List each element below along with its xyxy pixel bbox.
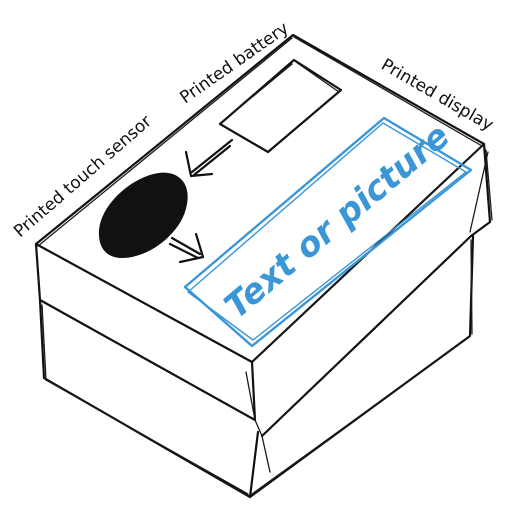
box-outline: [34, 33, 493, 499]
base-right-face-retrace: [251, 239, 473, 495]
display-content-text: Text or picture: [217, 116, 457, 327]
battery-shape: [218, 58, 343, 154]
base-right-face: [248, 234, 475, 499]
label-printed-battery: Printed battery: [176, 18, 292, 108]
base-front-face-retrace: [41, 304, 249, 495]
battery-shape-retrace: [221, 61, 340, 123]
lid-lip-detail: [245, 371, 271, 473]
lid-right-band-retrace: [469, 149, 493, 233]
display-frame: [183, 116, 473, 348]
lid-front-band: [34, 242, 257, 422]
arrow-sensor-to-display: [168, 232, 205, 264]
lid-right-band: [260, 142, 492, 438]
base-front-face: [38, 298, 260, 499]
arrow-battery-to-sensor: [184, 138, 234, 178]
touch-sensor-blob: [98, 172, 188, 258]
